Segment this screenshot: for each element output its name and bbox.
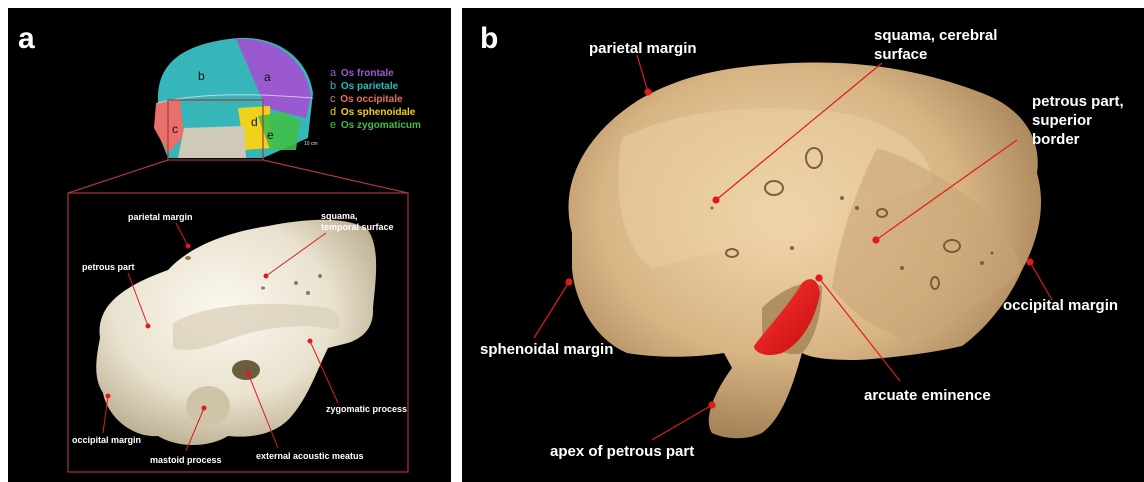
skull-letter-b: b — [198, 69, 205, 83]
label-sphenoidal-margin: sphenoidal margin — [480, 341, 613, 358]
label-external-acoustic-meatus: external acoustic meatus — [256, 451, 364, 461]
skull-letter-c: c — [172, 122, 178, 136]
label-petrous-part-a: petrous part — [82, 262, 135, 272]
label-mastoid-process: mastoid process — [150, 455, 222, 465]
label-squama-line1-b: squama, cerebral — [874, 27, 997, 44]
label-squama-line1-a: squama, — [321, 211, 358, 221]
label-petrous-line2-b: superior — [1032, 112, 1092, 129]
label-parietal-margin-a: parietal margin — [128, 212, 193, 222]
panel-b: b — [462, 8, 1144, 482]
legend-item-os-parietale: b Os parietale — [330, 80, 399, 92]
label-petrous-line1-b: petrous part, — [1032, 93, 1124, 110]
label-zygomatic-process: zygomatic process — [326, 404, 407, 414]
label-apex-of-petrous-part: apex of petrous part — [550, 443, 694, 460]
panel-a: a b a c d e 10 cm — [8, 8, 451, 482]
panel-a-figure: b a c d e 10 cm a Os frontale b Os parie… — [8, 8, 451, 482]
skull-illustration: b a c d e 10 cm — [154, 38, 318, 158]
skull-letter-a: a — [264, 70, 271, 84]
label-arcuate-eminence: arcuate eminence — [864, 387, 991, 404]
legend-item-os-zygomaticum: e Os zygomaticum — [330, 119, 421, 131]
label-parietal-margin-b: parietal margin — [589, 40, 697, 57]
legend-item-os-sphenoidale: d Os sphenoidale — [330, 106, 416, 118]
label-occipital-margin-a: occipital margin — [72, 435, 141, 445]
label-petrous-line3-b: border — [1032, 131, 1080, 148]
label-squama-line2-a: temporal surface — [321, 222, 394, 232]
skull-letter-e: e — [267, 128, 274, 142]
scale-label: 10 cm — [304, 141, 318, 147]
legend-item-os-frontale: a Os frontale — [330, 67, 394, 79]
temporal-bone-medial — [568, 62, 1041, 438]
legend-item-os-occipitale: c Os occipitale — [330, 93, 403, 105]
label-squama-line2-b: surface — [874, 46, 927, 63]
bone-legend: a Os frontale b Os parietale c Os occipi… — [330, 67, 421, 131]
label-occipital-margin-b: occipital margin — [1003, 297, 1118, 314]
skull-letter-d: d — [251, 115, 258, 129]
panel-b-figure: parietal margin squama, cerebral surface… — [462, 8, 1144, 482]
